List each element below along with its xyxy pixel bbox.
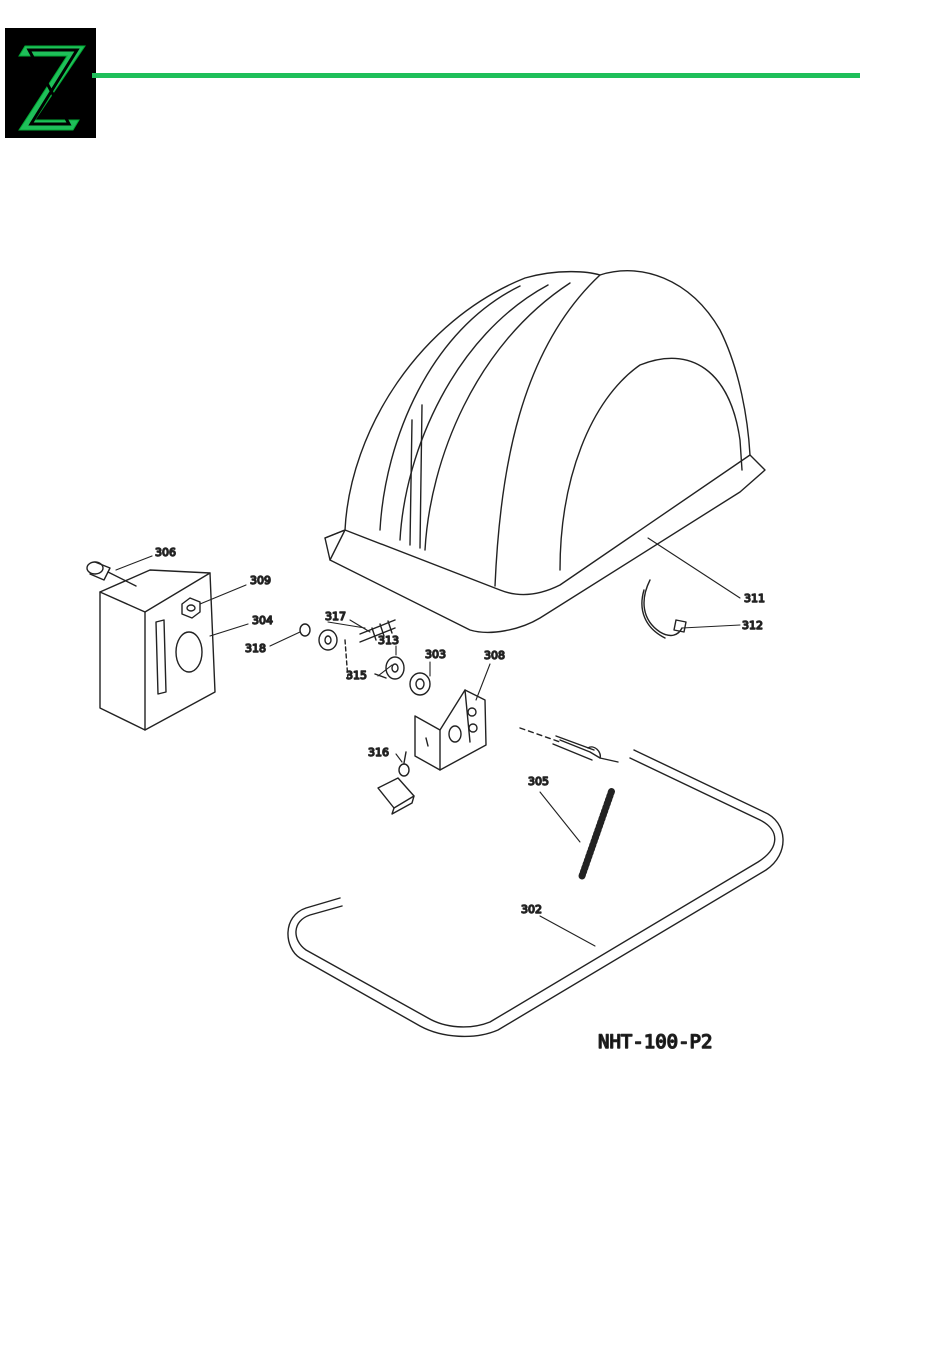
part-label-303: 303 — [425, 648, 446, 661]
part-label-309: 309 — [250, 574, 271, 587]
part-label-306: 306 — [155, 546, 176, 559]
mudguard-shell — [325, 271, 765, 633]
clamp-part — [642, 580, 686, 638]
spring-part — [520, 728, 618, 876]
part-label-317: 317 — [325, 610, 346, 623]
part-label-305: 305 — [528, 775, 549, 788]
bracket-plate — [100, 570, 215, 730]
nut-part — [182, 598, 200, 618]
switch-part — [378, 752, 414, 814]
part-label-315: 315 — [346, 669, 367, 682]
part-label-304: 304 — [252, 614, 273, 627]
part-label-311: 311 — [744, 592, 765, 605]
part-label-308: 308 — [484, 649, 505, 662]
drawing-code: NHT-100-P2 — [598, 1031, 712, 1053]
part-label-312: 312 — [742, 619, 763, 632]
leader-lines — [116, 538, 740, 946]
part-label-316: 316 — [368, 746, 389, 759]
angle-bracket — [415, 690, 486, 770]
part-label-302: 302 — [521, 903, 542, 916]
hardware-cluster — [300, 620, 430, 695]
handle-bar — [288, 750, 783, 1036]
part-label-313: 313 — [378, 634, 399, 647]
part-label-318: 318 — [245, 642, 266, 655]
